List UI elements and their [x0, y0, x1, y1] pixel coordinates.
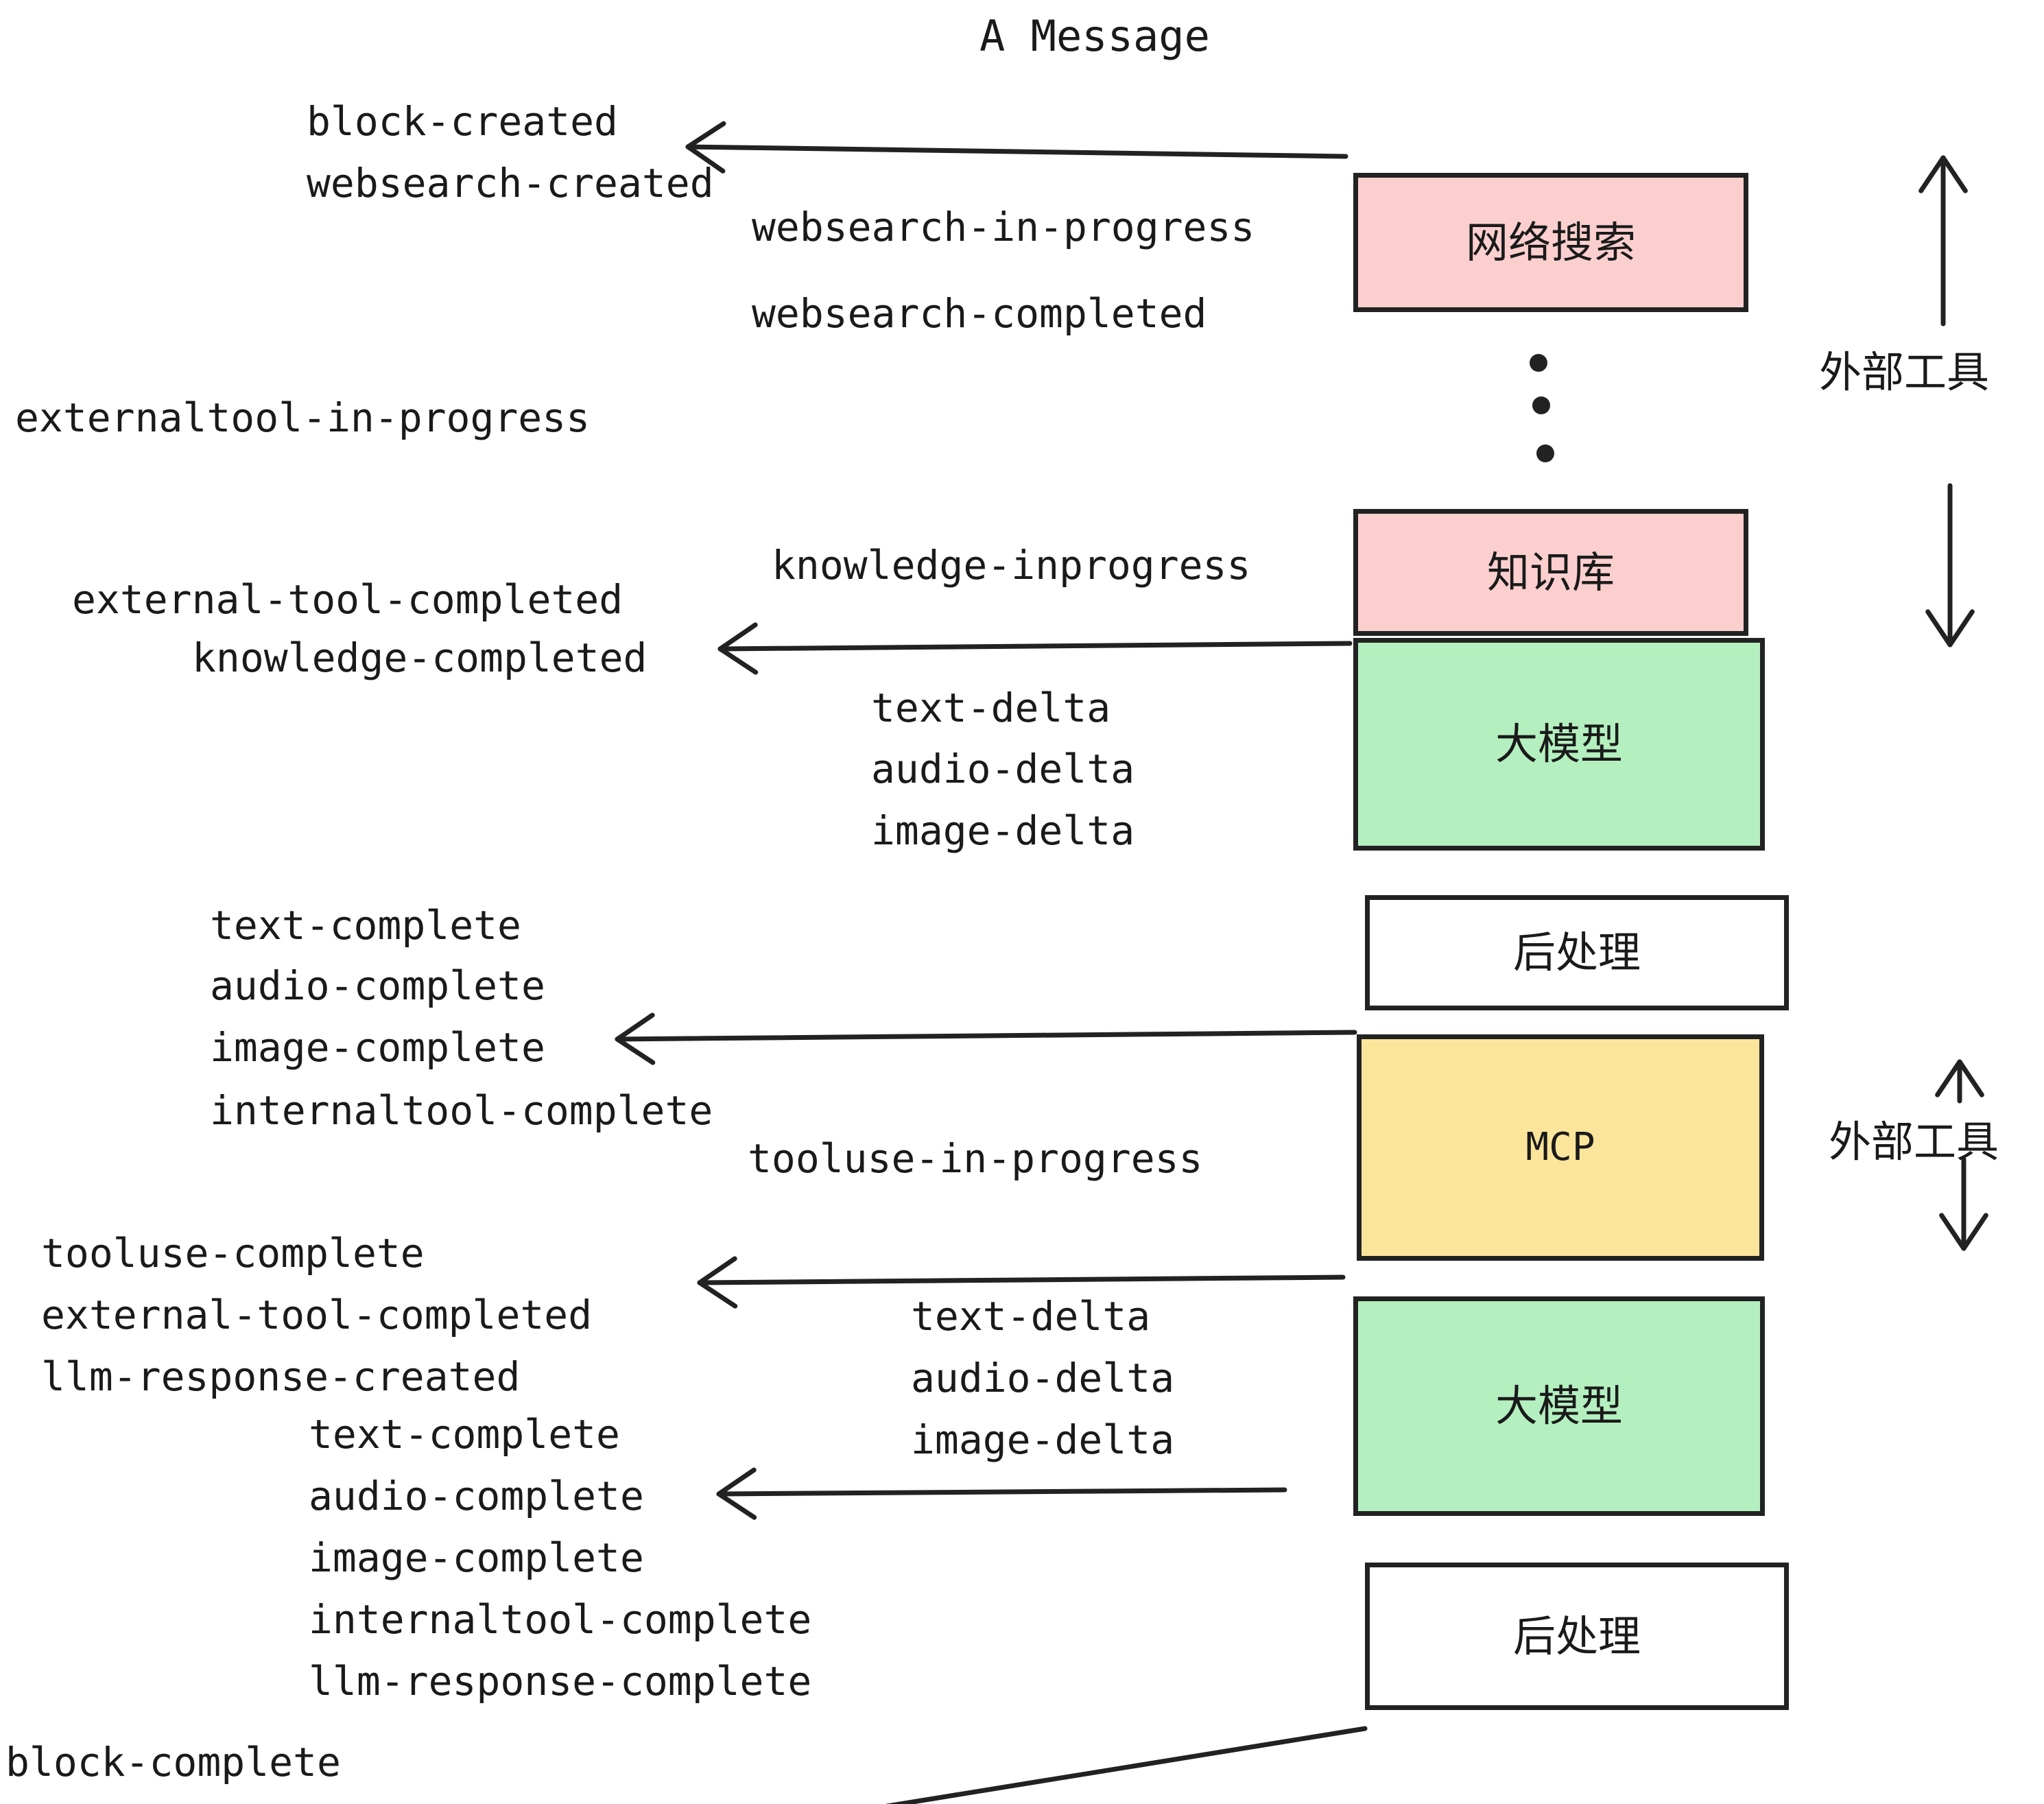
- event-label-image-complete-1: image-complete: [210, 1024, 545, 1071]
- event-label-image-delta-1: image-delta: [871, 807, 1135, 854]
- event-label-internaltool-complete-2: internaltool-complete: [309, 1596, 812, 1643]
- arrow-audio-complete: [716, 1467, 1287, 1520]
- event-label-block-created: block-created: [307, 98, 618, 145]
- node-label-mcp: MCP: [1525, 1125, 1595, 1170]
- event-label-audio-delta-1: audio-delta: [871, 746, 1135, 792]
- event-label-image-delta-2: image-delta: [911, 1416, 1175, 1463]
- page-title: A Message: [979, 11, 1210, 61]
- node-box-llm-1: 大模型: [1353, 638, 1765, 851]
- event-label-websearch-created: websearch-created: [307, 160, 714, 206]
- side-label-external-tool-bottom: 外部工具: [1829, 1117, 1999, 1167]
- event-label-websearch-in-progress: websearch-in-progress: [752, 204, 1255, 250]
- event-label-image-complete-2: image-complete: [309, 1534, 644, 1581]
- event-label-externaltool-in-progress: externaltool-in-progress: [15, 394, 591, 441]
- ellipsis-dot-3: [1536, 444, 1554, 462]
- arrow-block-complete: [885, 1726, 1368, 1804]
- node-label-llm-1: 大模型: [1495, 719, 1623, 769]
- node-box-mcp: MCP: [1357, 1034, 1764, 1261]
- event-label-llm-response-created: llm-response-created: [41, 1353, 521, 1400]
- node-box-postprocess-2: 后处理: [1365, 1563, 1789, 1710]
- event-label-audio-delta-2: audio-delta: [911, 1355, 1175, 1401]
- side-arrow-ext-down-top: [1925, 483, 1975, 648]
- event-label-tooluse-in-progress: tooluse-in-progress: [748, 1135, 1203, 1182]
- side-arrow-ext-up-bottom: [1935, 1059, 1984, 1104]
- event-label-audio-complete-2: audio-complete: [309, 1473, 644, 1519]
- node-label-websearch: 网络搜索: [1465, 217, 1636, 268]
- node-box-websearch: 网络搜索: [1353, 173, 1748, 312]
- arrow-tooluse-complete: [697, 1256, 1346, 1309]
- event-label-text-delta-1: text-delta: [871, 685, 1111, 731]
- arrow-image-complete: [615, 1012, 1357, 1065]
- arrow-knowledge-done: [717, 622, 1353, 675]
- event-label-audio-complete-1: audio-complete: [210, 962, 545, 1009]
- event-label-knowledge-inprogress: knowledge-inprogress: [772, 542, 1251, 589]
- event-label-external-tool-completed-2: external-tool-completed: [41, 1292, 593, 1338]
- side-arrow-ext-up-top: [1918, 155, 1968, 327]
- event-label-internaltool-complete-1: internaltool-complete: [210, 1087, 713, 1134]
- node-box-postprocess-1: 后处理: [1365, 895, 1789, 1010]
- event-label-websearch-completed: websearch-completed: [752, 290, 1207, 337]
- node-label-postprocess-2: 后处理: [1512, 1611, 1641, 1661]
- ellipsis-dot-2: [1532, 396, 1550, 414]
- side-label-external-tool-top: 外部工具: [1819, 347, 1990, 397]
- event-label-text-complete-2: text-complete: [309, 1411, 620, 1458]
- node-box-knowledge: 知识库: [1353, 509, 1748, 636]
- event-label-block-complete: block-complete: [5, 1739, 341, 1785]
- event-label-tooluse-complete: tooluse-complete: [41, 1230, 425, 1277]
- event-label-text-complete-1: text-complete: [210, 902, 521, 949]
- event-label-knowledge-completed: knowledge-completed: [192, 634, 647, 681]
- node-box-llm-2: 大模型: [1353, 1296, 1765, 1516]
- ellipsis-dot-1: [1530, 354, 1547, 372]
- arrow-block-created: [685, 121, 1348, 174]
- node-label-llm-2: 大模型: [1495, 1381, 1623, 1431]
- node-label-knowledge: 知识库: [1486, 547, 1615, 597]
- side-arrow-ext-down-bottom: [1939, 1156, 1988, 1251]
- event-label-external-tool-completed-1: external-tool-completed: [72, 576, 623, 623]
- event-label-llm-response-complete: llm-response-complete: [309, 1658, 812, 1705]
- node-label-postprocess-1: 后处理: [1512, 927, 1641, 977]
- event-label-text-delta-2: text-delta: [911, 1293, 1151, 1340]
